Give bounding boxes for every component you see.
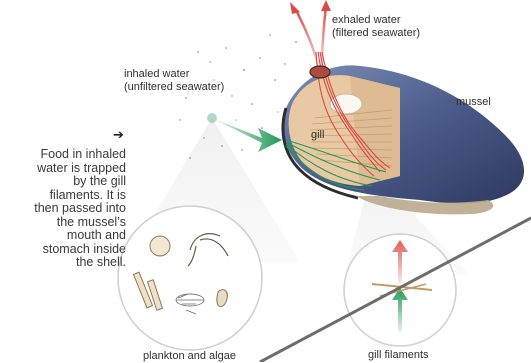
mussel-label: mussel [456,96,491,109]
exhaled-arrow-head-left [290,2,300,14]
gill-filaments-magnifier [344,234,456,346]
inhaled-water-label-line2: (unfiltered seawater) [124,81,224,94]
gill-label: gill [311,129,324,142]
exhaled-water-arrow-right [322,6,326,66]
caption-line: the shell. [2,256,126,270]
caption-line: by the gill [2,175,126,189]
caption-line: Food in inhaled [2,148,126,162]
caption-line: then passed into [2,202,126,216]
caption-line: the mussel’s [2,216,126,230]
exhaled-arrow-head-right [321,0,331,11]
caption-line: mouth and [2,229,126,243]
caption-line: stomach inside [2,243,126,257]
caption-text: Food in inhaled water is trapped by the … [2,148,126,270]
exhaled-water-label-line2: (filtered seawater) [332,27,420,40]
caption-line: filaments. It is [2,189,126,203]
inhaled-water-source [207,113,217,123]
diatom-round [150,236,170,256]
inhaled-water-label-line1: inhaled water [124,68,224,81]
caption-line: water is trapped [2,162,126,176]
gill-filaments-label: gill filaments [368,349,429,362]
exhaled-water-arrow-left [296,10,318,66]
inhaled-water-label: inhaled water (unfiltered seawater) [124,68,224,94]
exhaled-water-label: exhaled water (filtered seawater) [332,14,420,40]
exhaled-water-label-line1: exhaled water [332,14,420,27]
plankton-label: plankton and algae [143,350,236,363]
arrow-right-icon: ➔ [113,128,124,143]
exhalant-siphon [310,66,330,78]
plankton-magnifier [118,206,262,350]
